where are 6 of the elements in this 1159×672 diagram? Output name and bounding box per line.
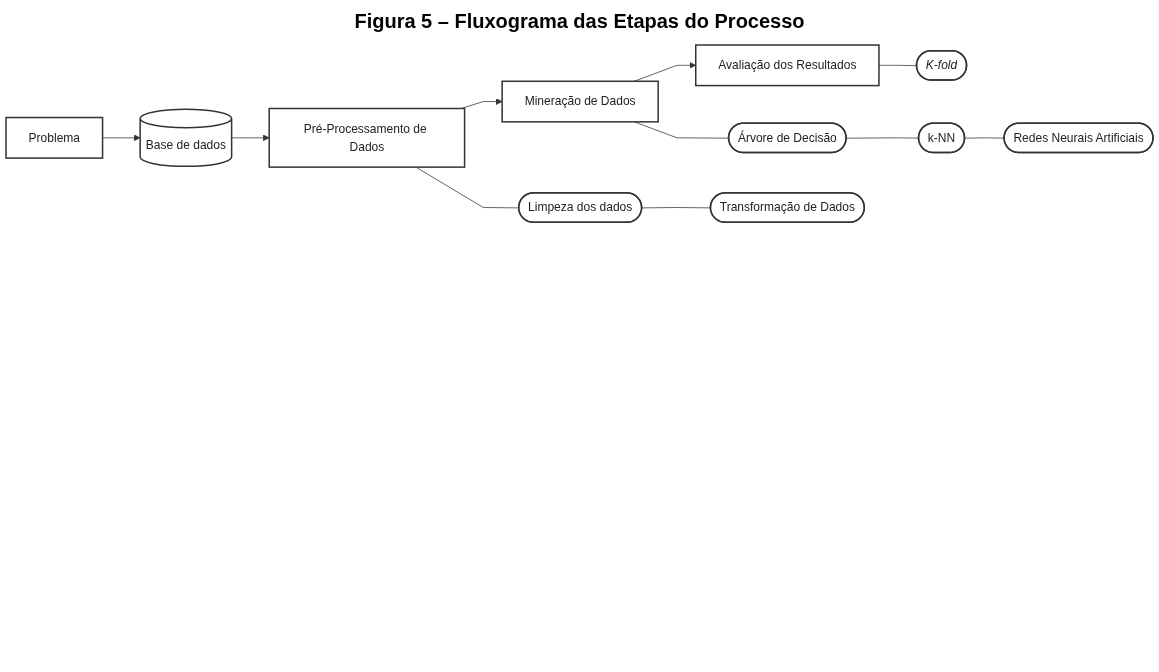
node-box: Pré-Processamento de Dados: [268, 107, 466, 168]
node-box: Mineração de Dados: [501, 80, 659, 123]
node-box: Avaliação dos Resultados: [695, 44, 880, 87]
figure-title: Figura 5 – Fluxograma das Etapas do Processo: [353, 10, 806, 33]
connector: [964, 137, 1005, 139]
node-box: Problema: [5, 116, 104, 159]
